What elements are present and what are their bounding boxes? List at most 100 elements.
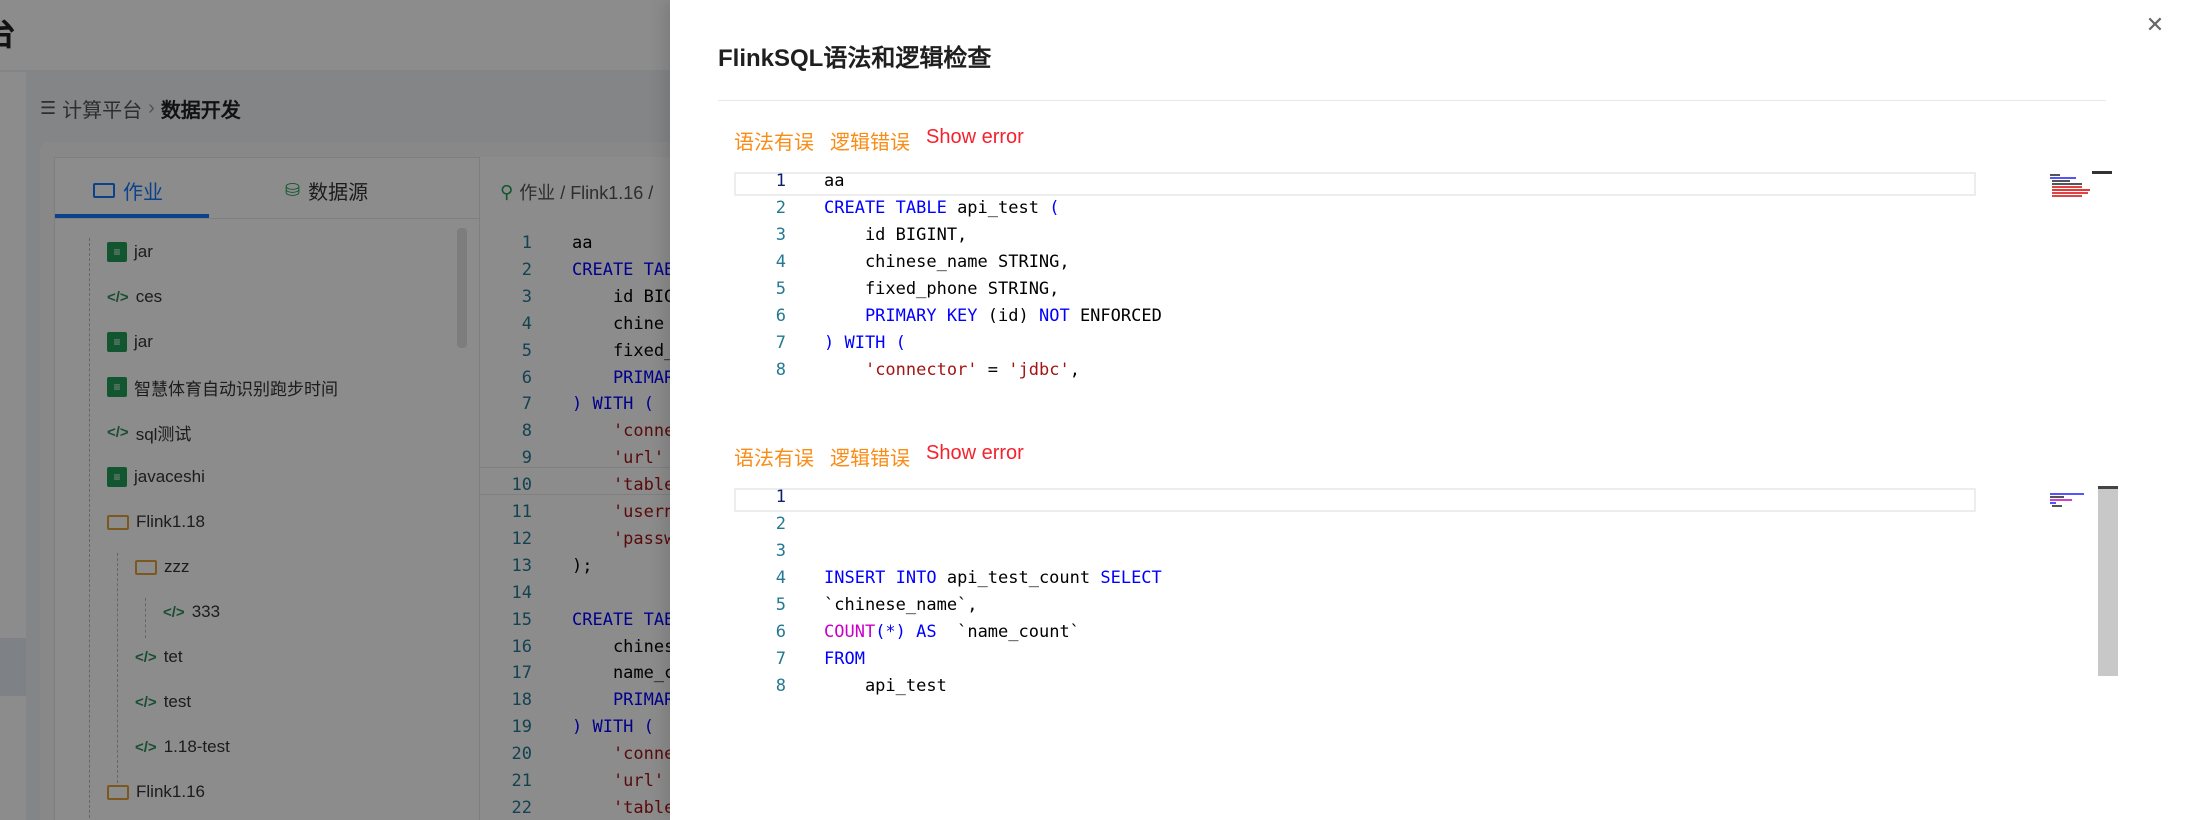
line-number: 9: [521, 448, 532, 469]
minimap[interactable]: [2048, 488, 2090, 528]
logic-error-label[interactable]: 逻辑错误: [830, 448, 910, 470]
code-token: AS: [916, 622, 947, 642]
line-number: 7: [521, 394, 532, 415]
code-line: aa: [824, 172, 844, 191]
line-number: 21: [511, 771, 532, 791]
logic-error-label[interactable]: 逻辑错误: [830, 132, 910, 154]
line-number: 12: [511, 528, 532, 549]
folder-icon: [135, 559, 157, 575]
code-token: `chinese_name`,: [824, 595, 978, 615]
code-line: 'passw: [572, 528, 675, 549]
code-line: 'url': [572, 771, 665, 791]
folder-icon: [107, 514, 129, 530]
tab-job[interactable]: 作业: [93, 176, 163, 205]
show-error-button[interactable]: Show error: [926, 126, 1024, 148]
code-token: [824, 360, 865, 380]
code-token: =: [977, 360, 1009, 380]
line-number: 6: [775, 622, 786, 642]
job-icon: ⚲: [500, 181, 514, 202]
tree-node[interactable]: zzz: [135, 553, 190, 581]
line-number: 5: [775, 595, 786, 615]
line-number: 7: [775, 649, 786, 669]
tree-scrollbar[interactable]: [457, 228, 467, 348]
code-token: api_test: [957, 198, 1050, 218]
code-token: ,: [1069, 360, 1080, 380]
tree-node[interactable]: </>1.18-test: [135, 733, 230, 761]
tree-node-label: tet: [163, 647, 183, 666]
code-token: aa: [824, 172, 845, 191]
app-title: 台: [0, 6, 16, 55]
code-token: INSERT INTO: [824, 568, 947, 588]
error-bar-2: 语法有误 逻辑错误 Show error: [734, 442, 1024, 471]
line-number: 3: [775, 541, 786, 561]
code-line: name_c: [572, 663, 675, 684]
tree-node-label: javaceshi: [134, 467, 205, 486]
menu-fold-icon[interactable]: ☰: [40, 97, 57, 118]
tab-datasource[interactable]: ⛁ 数据源: [285, 176, 368, 205]
tree-node[interactable]: ≡ javaceshi: [107, 463, 205, 491]
jar-icon: ≡: [107, 467, 127, 487]
side-menu-selected-item[interactable]: [0, 638, 26, 696]
code-icon: </>: [107, 288, 129, 306]
current-line-highlight: [734, 488, 1976, 512]
editor-breadcrumb: ⚲ 作业 / Flink1.16 /: [500, 179, 653, 205]
tree-node-label: test: [163, 692, 192, 711]
tree-node-label: zzz: [164, 557, 190, 576]
tab-datasource-label: 数据源: [308, 182, 369, 204]
code-line: FROM: [824, 649, 865, 669]
tree-node-label: 1.18-test: [163, 737, 230, 756]
breadcrumb-root[interactable]: 计算平台: [62, 99, 143, 122]
tab-job-label: 作业: [123, 182, 163, 204]
line-number: 6: [521, 367, 532, 388]
tree-node[interactable]: </>test: [135, 688, 191, 716]
folder-icon: [107, 784, 129, 800]
code-token: COUNT: [824, 622, 876, 642]
code-line: ) WITH (: [572, 717, 654, 738]
tree-node[interactable]: </>tet: [135, 643, 183, 671]
line-number: 3: [775, 225, 786, 245]
tree-node[interactable]: ≡智慧体育自动识别跑步时间: [107, 373, 338, 401]
tree-node[interactable]: </>333: [163, 598, 220, 626]
tree-node[interactable]: ≡jar: [107, 328, 153, 356]
breadcrumb-current: 数据开发: [160, 99, 241, 122]
tree-node-label: Flink1.18: [136, 512, 205, 531]
line-number: 10: [511, 475, 532, 496]
line-number: 4: [775, 568, 786, 588]
code-line: 'connector' = 'jdbc',: [824, 360, 1080, 380]
tree-node[interactable]: Flink1.18: [107, 508, 205, 536]
minimap[interactable]: [2048, 172, 2090, 212]
code-line: COUNT(*) AS `name_count`: [824, 622, 1080, 642]
line-number: 1: [775, 488, 786, 507]
line-number: 14: [511, 582, 532, 603]
editor-scrollbar[interactable]: [2098, 486, 2118, 676]
syntax-error-label[interactable]: 语法有误: [734, 448, 814, 470]
line-number: 4: [775, 252, 786, 272]
line-number: 5: [521, 340, 532, 361]
title-divider: [718, 100, 2106, 101]
code-token: CREATE TABLE: [824, 198, 958, 218]
drawer-title: FlinkSQL语法和逻辑检查: [718, 45, 992, 72]
close-icon[interactable]: ✕: [2145, 12, 2165, 37]
syntax-error-label[interactable]: 语法有误: [734, 132, 814, 154]
show-error-button[interactable]: Show error: [926, 442, 1024, 464]
code-token: (: [987, 306, 999, 326]
code-token: ): [1018, 306, 1039, 326]
tree-tabs: 作业 ⛁ 数据源: [55, 158, 479, 219]
job-tree-panel: 作业 ⛁ 数据源 ≡jar </>ces ≡jar ≡智慧体育自动识别跑步时间 </>s…: [54, 157, 480, 820]
tree-node[interactable]: </>ces: [107, 283, 162, 311]
tree-node[interactable]: </>sql测试: [107, 418, 191, 446]
line-number: 8: [775, 360, 786, 380]
current-line-highlight: [480, 467, 740, 495]
code-line: chine: [572, 313, 665, 334]
line-number: 8: [775, 676, 786, 696]
jar-icon: ≡: [107, 332, 127, 352]
current-line-highlight: [734, 172, 1976, 196]
code-line: CREATE TAB: [572, 609, 675, 630]
code-token: 'jdbc': [1008, 360, 1070, 380]
tree-node[interactable]: Flink1.16: [107, 778, 205, 806]
code-token: chinese_name STRING,: [824, 252, 1070, 272]
line-number: 2: [775, 514, 786, 534]
tree-node[interactable]: ≡jar: [107, 238, 153, 266]
